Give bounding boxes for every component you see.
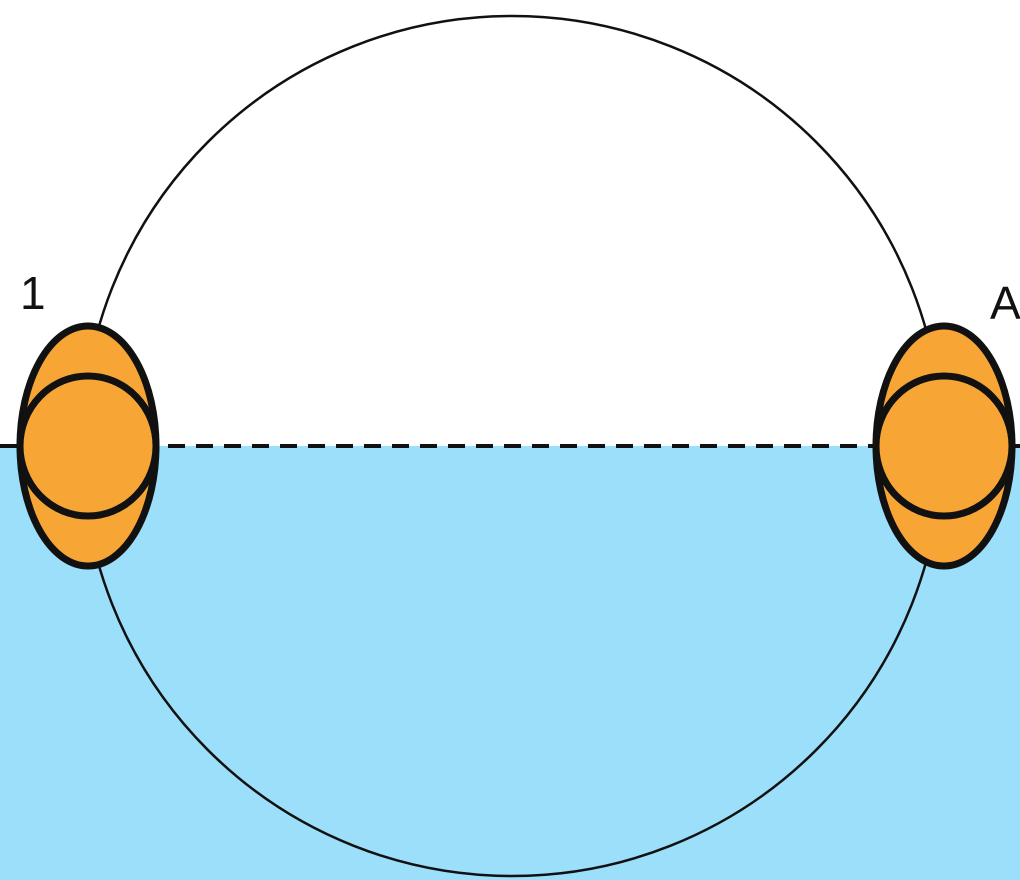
right-node-horizontal-lobe <box>876 376 1012 516</box>
left-node <box>20 326 156 566</box>
right-node-label: A <box>990 280 1020 326</box>
right-node <box>876 326 1012 566</box>
left-node-horizontal-lobe <box>20 376 156 516</box>
water-region <box>0 446 1020 880</box>
left-node-label: 1 <box>20 270 46 316</box>
